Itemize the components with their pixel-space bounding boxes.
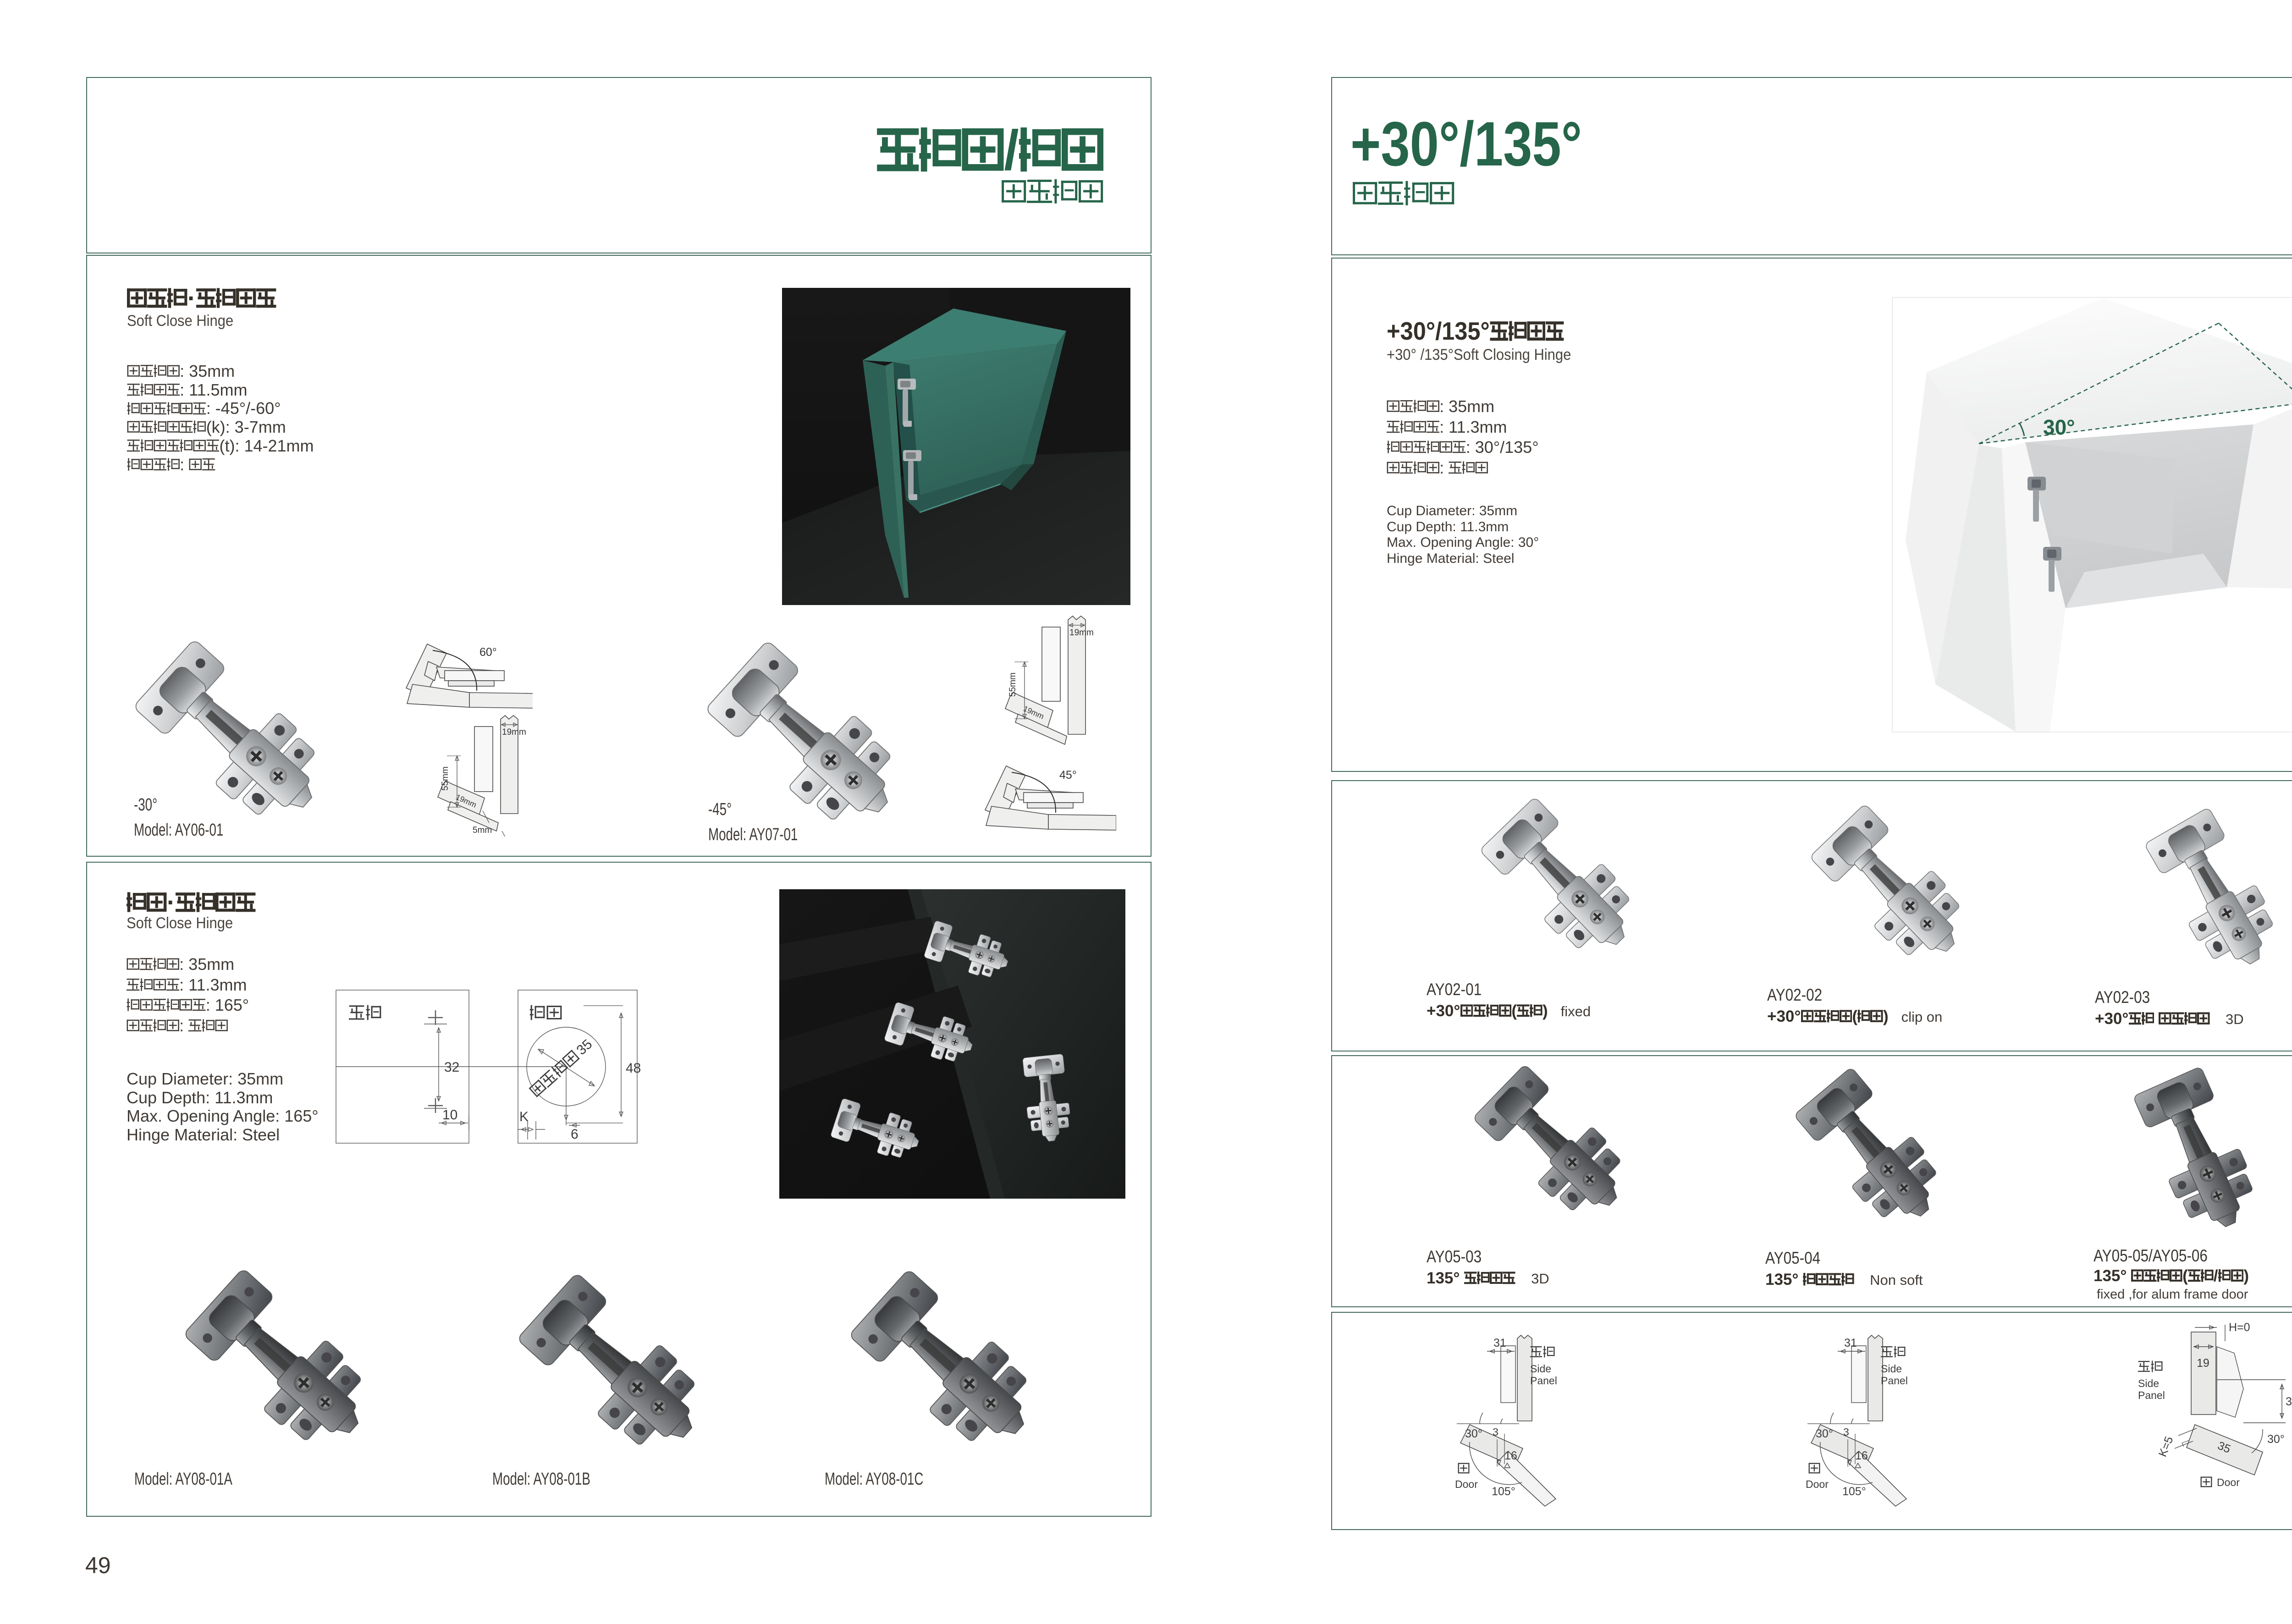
svg-text:19mm: 19mm — [502, 727, 526, 737]
svg-text:Door: Door — [2217, 1476, 2240, 1488]
svg-text:32: 32 — [444, 1060, 459, 1075]
svg-text:60°: 60° — [479, 646, 497, 659]
svg-text:H=0: H=0 — [2229, 1321, 2250, 1334]
svg-text:30°: 30° — [1465, 1427, 1482, 1440]
svg-text:55mm: 55mm — [441, 766, 450, 791]
svg-text:30°: 30° — [2043, 415, 2075, 439]
svg-text:5mm: 5mm — [473, 826, 492, 835]
svg-text:3: 3 — [1493, 1426, 1499, 1438]
svg-text:Panel: Panel — [1530, 1375, 1557, 1387]
svg-text:Panel: Panel — [1881, 1375, 1908, 1387]
svg-text:31: 31 — [1493, 1337, 1506, 1349]
svg-text:K=5: K=5 — [2156, 1435, 2176, 1459]
svg-text:Panel: Panel — [2138, 1389, 2165, 1401]
svg-text:3: 3 — [1843, 1426, 1849, 1438]
svg-text:16: 16 — [1504, 1449, 1517, 1462]
svg-text:Door: Door — [1806, 1478, 1829, 1490]
svg-text:105°: 105° — [1492, 1485, 1515, 1498]
svg-text:Side: Side — [2138, 1377, 2159, 1389]
svg-text:55mm: 55mm — [1008, 672, 1018, 697]
svg-text:Door: Door — [1455, 1478, 1478, 1490]
svg-text:45°: 45° — [1059, 769, 1077, 782]
svg-text:19mm: 19mm — [1069, 628, 1094, 638]
svg-text:105°: 105° — [1842, 1485, 1866, 1498]
svg-text:37: 37 — [2286, 1395, 2292, 1408]
svg-text:31: 31 — [1844, 1337, 1857, 1349]
svg-text:K: K — [519, 1109, 529, 1124]
svg-text:Side: Side — [1530, 1363, 1551, 1375]
svg-text:6: 6 — [571, 1127, 579, 1142]
svg-text:19: 19 — [2197, 1357, 2209, 1370]
svg-text:48: 48 — [626, 1061, 641, 1076]
svg-text:Side: Side — [1881, 1363, 1902, 1375]
svg-text:30°: 30° — [2267, 1433, 2285, 1446]
svg-text:10: 10 — [442, 1107, 457, 1123]
svg-text:16: 16 — [1855, 1449, 1868, 1462]
svg-text:30°: 30° — [1816, 1427, 1833, 1440]
